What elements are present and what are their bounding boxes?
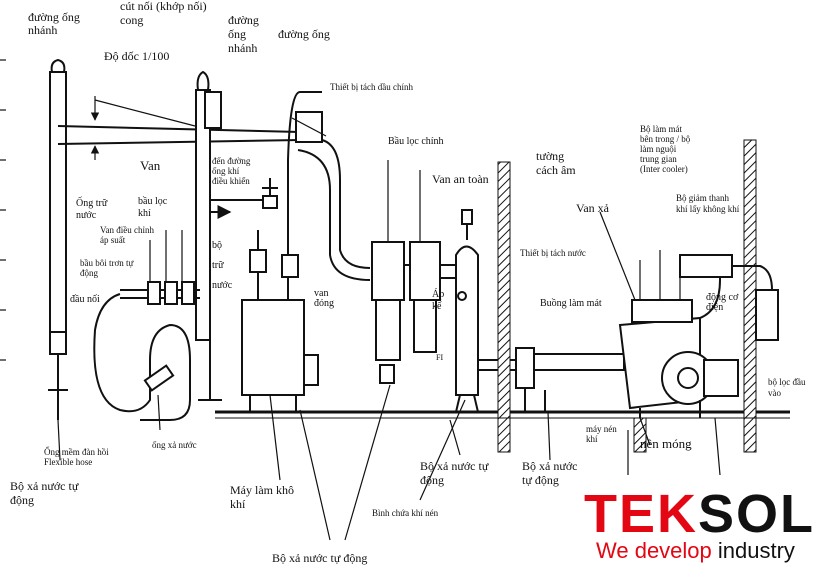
diagram-labels: đường ống nhánh cút nối (khớp nối) cong … <box>10 0 808 565</box>
main-header-pipe <box>57 96 301 160</box>
aftercooler <box>533 353 625 371</box>
label-bo-xa-nuoc-tu-dong-right: Bộ xả nước tự động <box>522 459 581 487</box>
label-ong-xa-nuoc: ống xả nước <box>152 440 197 450</box>
label-bau-loc-khi: bầu lọc khí <box>138 196 170 219</box>
label-duong-ong: đường ống <box>278 27 330 41</box>
label-thiet-bi-tach-dau-chinh: Thiết bị tách dầu chính <box>330 82 413 92</box>
electric-motor <box>703 359 739 397</box>
drain-trap-left <box>49 331 67 355</box>
main-line-filters <box>371 160 456 384</box>
logo-tagline: We develop industry <box>596 538 795 563</box>
shutoff-valve <box>281 254 299 278</box>
soundproof-walls <box>497 139 757 453</box>
margin-ticks <box>0 59 6 361</box>
label-bau-boi-tron: bầu bôi trơn tự động <box>80 258 136 278</box>
label-van-an-toan: Van an toàn <box>432 172 489 186</box>
leader-lines <box>57 211 721 541</box>
label-bo-xa-nuoc-tu-dong-mid: Bộ xả nước tự động <box>420 459 491 487</box>
left-drop-pipe <box>48 58 68 420</box>
intake-silencer <box>679 254 733 278</box>
label-bo-tru-nuoc: bộ trữ nước <box>212 240 233 291</box>
label-dau-noi: đầu nối <box>70 294 100 305</box>
label-may-nen-khi: máy nén khí <box>586 424 619 444</box>
label-bo-giam-thanh: Bộ giảm thanh khí lấy không khí <box>676 193 740 214</box>
label-tuong-cach-am: tường cách âm <box>536 149 576 177</box>
label-van: Van <box>140 158 161 173</box>
label-van-dong: van đóng <box>314 288 334 309</box>
label-bau-loc-chinh: Bầu lọc chính <box>388 136 444 147</box>
teksol-logo: TEKSOL We develop industry <box>584 484 815 563</box>
control-air-branch <box>210 178 278 219</box>
label-bo-loc-dau-vao: bộ lọc đầu vào <box>768 377 808 398</box>
label-dong-co-dien: động cơ điện <box>706 292 741 313</box>
label-ap-ke: Áp kế <box>432 288 447 312</box>
compressor-package <box>618 250 779 418</box>
main-oil-separator <box>287 91 371 281</box>
label-van-dieu-chinh: Van điều chỉnh áp suất <box>100 225 156 245</box>
label-duong-ong-nhanh-2: đường ống nhánh <box>228 13 262 55</box>
filter-regulator-lubricator <box>93 230 200 421</box>
pressure-gauge <box>457 291 467 301</box>
label-may-lam-kho-khi: Máy làm khô khí <box>230 483 297 511</box>
label-bo-xa-nuoc-tu-dong-left: Bộ xả nước tự động <box>10 479 81 507</box>
label-fi: FI <box>436 353 443 362</box>
slope-indicator <box>94 99 196 127</box>
safety-valve <box>461 209 473 225</box>
label-duong-ong-nhanh-1: đường ống nhánh <box>28 10 83 37</box>
intercooler <box>631 299 693 323</box>
water-separator-cooler <box>515 347 625 412</box>
label-van-xa: Van xả <box>576 201 610 215</box>
label-buong-lam-mat: Buồng làm mát <box>540 298 602 309</box>
label-do-doc: Độ dốc 1/100 <box>104 49 169 63</box>
label-bo-lam-mat: Bộ làm mát bên trong / bộ làm nguội trun… <box>640 124 693 174</box>
label-bo-xa-nuoc-tu-dong-bottom: Bộ xả nước tự động <box>272 551 367 565</box>
label-thiet-bi-tach-nuoc: Thiết bị tách nước <box>520 248 586 258</box>
label-cut-noi: cút nối (khớp nối) cong <box>120 0 210 27</box>
label-binh-chua-khi-nen: Bình chứa khí nén <box>372 508 439 518</box>
coupling-elbow <box>204 91 222 129</box>
air-dryer <box>241 160 319 412</box>
label-ong-mem: Ống mềm đàn hồi Flexible hose <box>44 447 111 467</box>
label-ong-tru-nuoc: Ống trữ nước <box>76 196 110 221</box>
logo-wordmark: TEKSOL <box>584 484 815 544</box>
intake-filter <box>755 289 779 341</box>
second-drop-pipe <box>195 70 222 401</box>
label-den-duong-ong: đến đường ống khí điều khiển <box>212 156 253 186</box>
flexible-hose <box>93 293 191 421</box>
label-nen-mong: nền móng <box>640 436 692 451</box>
